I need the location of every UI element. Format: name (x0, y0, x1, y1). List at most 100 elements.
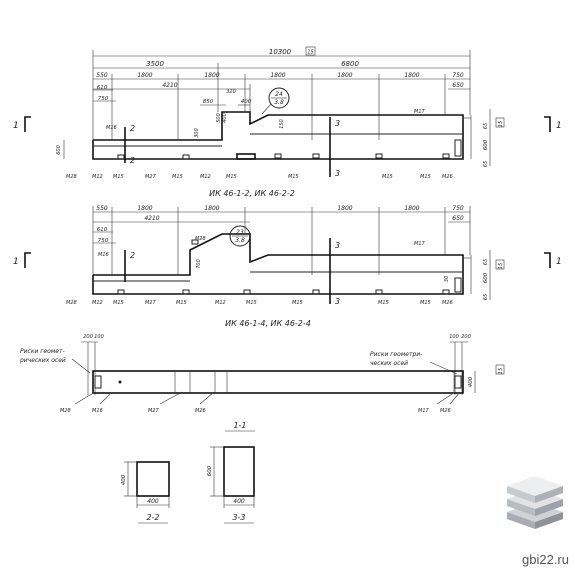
mark2-m17: M17 (414, 241, 425, 247)
fraction-bottom: 3.8 (274, 99, 284, 106)
dim-610: 610 (97, 85, 108, 91)
plan-mark-1: M28 (60, 408, 71, 414)
dim-300: 300 (194, 128, 200, 138)
plan-mark-3: M27 (148, 408, 159, 414)
dim-1800-a: 1800 (137, 72, 152, 79)
mark-b8: M15 (288, 174, 299, 180)
plan-mark-4: M26 (195, 408, 206, 414)
section33-caption: 3-3 (232, 513, 245, 522)
section-cut-left-top: 1 (13, 121, 19, 131)
mark2-m16: M16 (98, 252, 109, 258)
plan-1-1: 200 100 100 200 Риски геомет- рических о… (19, 334, 505, 432)
section-cut-right-top: 1 (556, 121, 562, 131)
section22-caption: 2-2 (146, 513, 159, 522)
dim-total-mark: 15 (307, 50, 313, 56)
elevation-1: 10300 15 3500 6800 550 1800 1800 1800 18… (56, 46, 505, 198)
dim2-1800-d: 1800 (404, 205, 419, 212)
dim2-610: 610 (97, 227, 108, 233)
dim-mark-r: 15 (498, 121, 504, 127)
mark2-b8: M15 (292, 300, 303, 306)
mark2-b2: M12 (92, 300, 103, 306)
caption-elevation-2: ИК 46-1-4, ИК 46-2-4 (225, 319, 311, 328)
dim2-65-a: 65 (483, 259, 489, 265)
dim-1800-e: 1800 (404, 72, 419, 79)
dim-750: 750 (452, 72, 464, 79)
plan-dim-100: 100 (94, 334, 104, 340)
dim-65-b: 65 (483, 161, 489, 167)
section22-width: 400 (147, 498, 159, 505)
dim2-4210: 4210 (144, 215, 159, 222)
mark-b3: M15 (113, 174, 124, 180)
plan-note-right-2: ческих осей (370, 360, 408, 367)
dim-850: 850 (203, 99, 214, 105)
elevation-2: 550 1800 1800 1800 1800 750 4210 650 610… (66, 205, 505, 328)
caption-plan: 1-1 (233, 421, 246, 430)
plan-dim-mark: 15 (498, 368, 504, 374)
dim2-700: 700 (196, 259, 202, 269)
dim2-30: 30 (444, 276, 450, 282)
section-3-3: 600 400 3-3 (207, 446, 255, 524)
dim2-600-r: 600 (483, 272, 489, 283)
dim2-750: 750 (452, 205, 464, 212)
dim-1800-d: 1800 (337, 72, 352, 79)
dim2-65-b: 65 (483, 294, 489, 300)
section2-3-bottom: 3 (335, 297, 340, 306)
mark2-m28: M28 (195, 236, 206, 242)
dim2-1800-c: 1800 (337, 205, 352, 212)
dim2-mark-r: 15 (498, 263, 504, 269)
dim-600-r: 600 (483, 139, 489, 150)
section-cut-right-bottom: 1 (556, 257, 562, 267)
section-2-bottom: 2 (130, 156, 135, 165)
section22-height: 400 (121, 474, 127, 485)
mark-b1: M28 (66, 174, 77, 180)
dim-3500: 3500 (146, 60, 164, 68)
mark-b5: M15 (172, 174, 183, 180)
mark-b9: M15 (382, 174, 393, 180)
dim-600: 600 (56, 145, 62, 155)
section-2-top: 2 (130, 124, 135, 133)
mark-b10: M15 (420, 174, 431, 180)
dim2-1800-b: 1800 (204, 205, 219, 212)
mark-b2: M12 (92, 174, 103, 180)
dim-500: 500 (216, 113, 222, 123)
plan-note-left-1: Риски геомет- (20, 348, 65, 355)
fraction2-bottom: 3.8 (235, 237, 245, 244)
dim-150: 150 (279, 119, 285, 129)
section2-3-top: 3 (335, 241, 340, 250)
plan-mark-5: M17 (418, 408, 429, 414)
dim2-550: 550 (96, 205, 108, 212)
mark-b7: M15 (226, 174, 237, 180)
plan-mark-6: M26 (440, 408, 451, 414)
section33-width: 400 (233, 498, 245, 505)
site-logo-icon (507, 476, 563, 529)
plan-dim-100-r: 100 (449, 334, 459, 340)
mark-m16: M16 (106, 125, 117, 131)
dim-400: 400 (241, 99, 252, 105)
dim-320: 320 (226, 89, 236, 95)
caption-elevation-1: ИК 46-1-2, ИК 46-2-2 (209, 189, 295, 198)
mark2-b10: M15 (420, 300, 431, 306)
mark-b11: M26 (442, 174, 453, 180)
dim-650: 650 (452, 82, 464, 89)
plan-note-right-1: Риски геометри- (370, 351, 422, 358)
section-3-top: 3 (335, 119, 340, 128)
dim-750-l: 750 (98, 96, 109, 102)
section-cut-marks: 1 1 1 1 (13, 116, 562, 268)
dim-65-a: 65 (483, 123, 489, 129)
plan-dim-200: 200 (83, 334, 93, 340)
mark2-b9: M15 (378, 300, 389, 306)
mark-m17: M17 (414, 109, 425, 115)
fraction2-top: 23 (236, 229, 244, 236)
section-2-2: 400 400 2-2 (121, 461, 170, 524)
dim-6800: 6800 (341, 60, 359, 68)
plan-note-left-2: рических осей (19, 357, 66, 364)
dim-4210: 4210 (162, 82, 177, 89)
mark2-b6: M12 (215, 300, 226, 306)
dim2-750-l: 750 (98, 238, 109, 244)
site-label: gbi22.ru (522, 552, 569, 567)
mark2-b11: M26 (442, 300, 453, 306)
section2-2: 2 (130, 251, 135, 260)
mark-b4: M27 (145, 174, 156, 180)
section33-height: 600 (207, 465, 213, 476)
section-cut-left-bottom: 1 (13, 257, 19, 267)
